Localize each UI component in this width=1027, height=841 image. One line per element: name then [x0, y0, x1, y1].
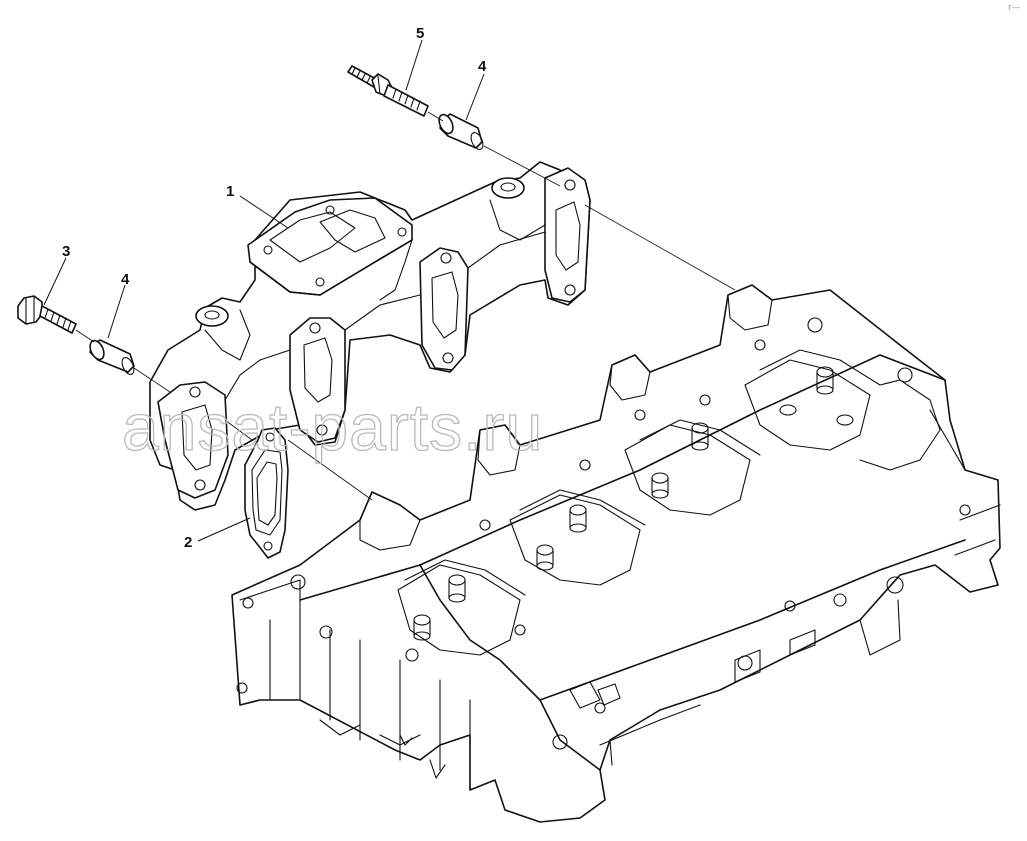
watermark: ansat-parts.ru [122, 390, 543, 464]
corner-mark: r— [1008, 3, 1021, 13]
cylinder-head [231, 284, 1001, 823]
leader-lines [43, 39, 485, 542]
callout-5: 5 [416, 25, 424, 42]
stud-top [347, 65, 429, 117]
callout-1: 1 [226, 183, 234, 200]
callout-4-top: 4 [478, 58, 487, 75]
spacer-left [89, 339, 135, 375]
bolt-left [17, 295, 77, 334]
assembly-lines [75, 111, 736, 501]
callout-3: 3 [62, 243, 70, 260]
callout-2: 2 [184, 534, 192, 551]
callout-4-left: 4 [121, 271, 130, 288]
gasket [244, 427, 289, 559]
exhaust-manifold [149, 161, 591, 511]
spacer-top [438, 113, 484, 150]
